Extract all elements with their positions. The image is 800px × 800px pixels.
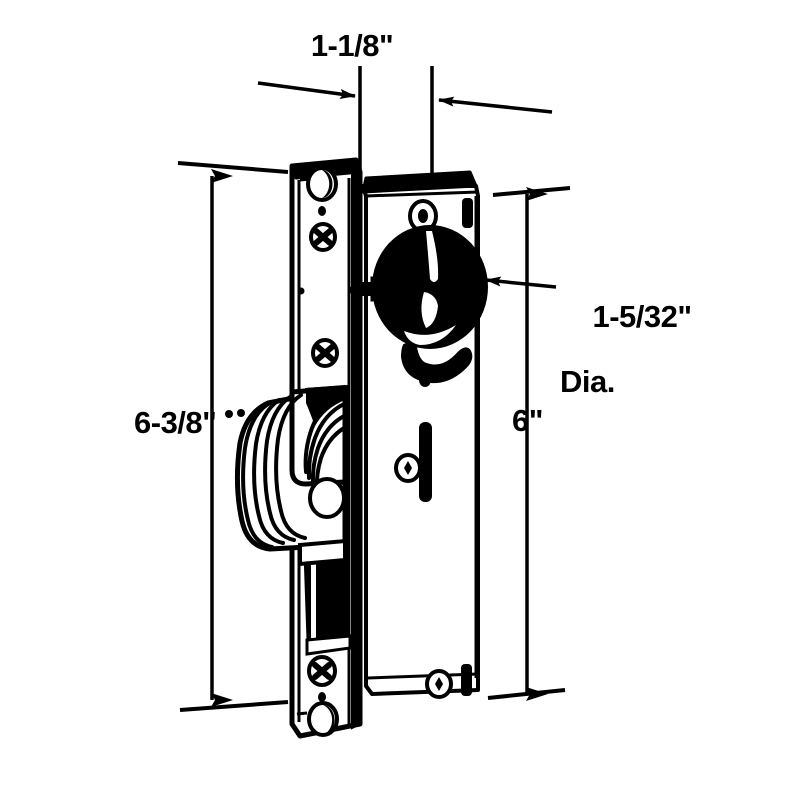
cylinder-cam-stub <box>370 276 397 302</box>
faceplate-bolt-opening-lower-highlight <box>311 544 316 644</box>
dimension-label-cylinder-diameter-value: 1-5/32" <box>592 298 692 334</box>
lock-case-top-bar <box>361 170 478 194</box>
case-hook-pivot-hole <box>419 373 431 387</box>
lock-case-bottom-edge <box>367 672 479 680</box>
ext-line-height-left-bottom <box>179 700 289 712</box>
hookbolt-hole <box>308 477 346 519</box>
faceplate-upper-screw-cross <box>313 228 333 246</box>
hookbolt-throat-shadow <box>306 385 345 426</box>
thumbturn-hook-shape <box>401 342 473 383</box>
faceplate-bolt-opening-lower-lip <box>305 634 352 656</box>
faceplate-top-tick <box>299 177 311 182</box>
faceplate-bottom-mount-hole-fill <box>323 705 335 735</box>
dim-arrow-width-right <box>438 96 553 114</box>
case-top-screw-hole-inner <box>418 209 428 223</box>
faceplate-edge-notch-left <box>297 287 305 295</box>
faceplate-bottom-tick <box>296 711 308 716</box>
cylinder-highlight-mid <box>421 292 438 328</box>
case-middle-screw-cross <box>404 461 412 475</box>
cylinder-hole <box>358 225 488 349</box>
hookbolt <box>225 385 348 567</box>
lock-case-top-edge <box>365 190 479 198</box>
faceplate-top-pilot-hole <box>318 206 326 216</box>
faceplate-top-mount-hole-fill <box>322 170 333 198</box>
thumbturn-hook <box>401 342 473 387</box>
case-bottom-screw-cross <box>435 677 443 691</box>
ext-line-height-right-top <box>492 186 571 197</box>
dimension-label-width: 1-1/8" <box>310 28 394 63</box>
faceplate-middle-screw-cross <box>315 344 335 362</box>
dimension-label-cylinder-diameter-unit: Dia. <box>560 363 615 399</box>
hookbolt-ribs-left <box>241 393 307 549</box>
cylinder-highlight-top <box>426 231 439 282</box>
ext-line-height-left-top <box>177 161 289 174</box>
dimension-label-height-right: 6" <box>512 403 543 438</box>
hookbolt-detail-dot-2 <box>237 409 245 417</box>
hookbolt-stem <box>298 538 347 567</box>
faceplate-lower-pilot-hole <box>318 692 326 702</box>
cylinder-hole-disc <box>372 225 488 349</box>
cylinder-highlight-bottom <box>404 325 456 345</box>
dimension-lines <box>177 66 571 712</box>
case-top-slot <box>462 198 473 228</box>
faceplate-right-edge <box>351 170 361 730</box>
faceplate-lower-screw-cross <box>312 662 332 680</box>
dim-leader-diameter <box>485 276 557 289</box>
case-armor-slot <box>419 422 432 502</box>
dimension-label-height-left: 6-3/8" <box>134 405 217 440</box>
faceplate-edge-notch-right <box>348 286 356 294</box>
hookbolt-detail-dot-1 <box>225 410 233 418</box>
dimension-label-cylinder-diameter: 1-5/32" Dia. <box>560 268 692 463</box>
dim-arrow-width-left <box>257 81 356 99</box>
case-bottom-slot <box>461 664 472 696</box>
